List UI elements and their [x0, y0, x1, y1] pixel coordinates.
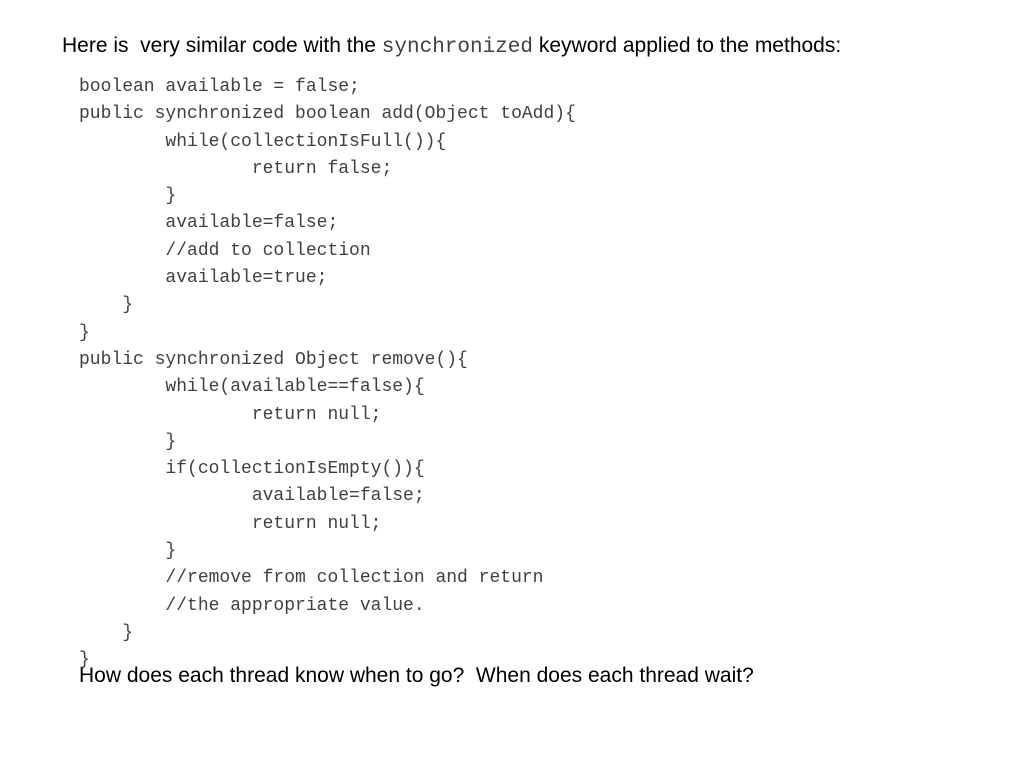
code-line: //the appropriate value. [79, 595, 425, 616]
code-line: } [79, 295, 134, 316]
code-line: while(collectionIsFull()){ [79, 131, 447, 152]
intro-after: keyword applied to the methods: [533, 34, 842, 57]
code-line: } [79, 431, 177, 452]
code-line: while(available==false){ [79, 377, 425, 398]
code-line: available=true; [79, 268, 328, 289]
intro-keyword: synchronized [381, 36, 534, 59]
code-line: if(collectionIsEmpty()){ [79, 459, 425, 480]
code-line: } [79, 650, 90, 671]
code-line: } [79, 186, 177, 207]
code-line: //remove from collection and return [79, 568, 544, 589]
code-line: } [79, 541, 177, 562]
code-line: boolean available = false; [79, 77, 360, 97]
code-line: public synchronized Object remove(){ [79, 349, 468, 370]
question-text: How does each thread know when to go? Wh… [79, 664, 754, 687]
code-line: available=false; [79, 486, 425, 507]
code-block: boolean available = false; public synchro… [79, 74, 576, 675]
code-line: available=false; [79, 213, 339, 234]
code-line: public synchronized boolean add(Object t… [79, 104, 576, 125]
intro-before: Here is very similar code with the [62, 34, 382, 57]
code-line: return null; [79, 513, 382, 534]
intro-text: Here is very similar code with the synch… [62, 33, 841, 61]
code-line: return false; [79, 158, 393, 179]
code-line: return null; [79, 404, 382, 425]
code-line: } [79, 322, 90, 343]
code-line: //add to collection [79, 240, 371, 261]
code-line: } [79, 622, 134, 643]
